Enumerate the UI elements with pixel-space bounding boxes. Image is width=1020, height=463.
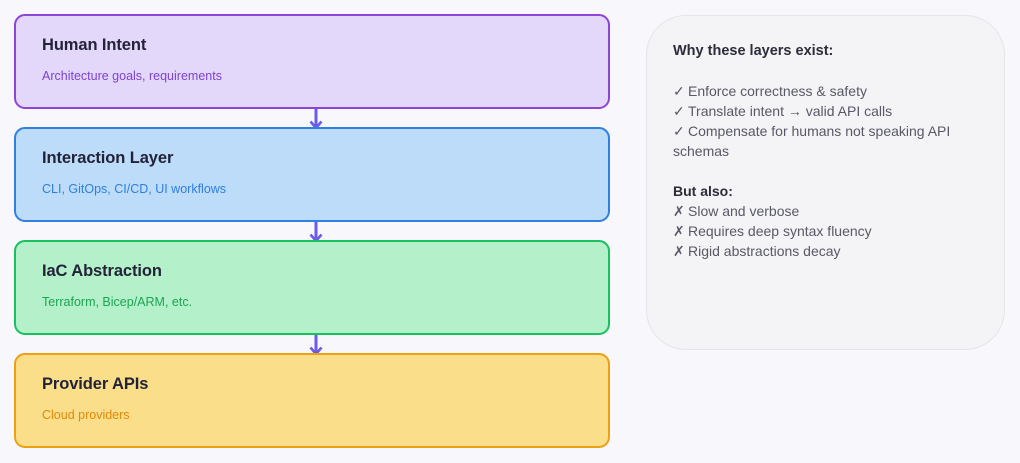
spacer: [673, 60, 978, 82]
check-icon: ✓: [673, 123, 685, 140]
benefit-text: Translate intent → valid API calls: [688, 103, 893, 120]
drawback-text: Slow and verbose: [688, 202, 800, 219]
layer-subtitle: CLI, GitOps, CI/CD, UI workflows: [42, 182, 227, 197]
drawback-item: ✗Slow and verbose: [673, 202, 978, 222]
drawback-text: Requires deep syntax fluency: [688, 222, 872, 239]
layer-subtitle: Terraform, Bicep/ARM, etc.: [42, 295, 193, 310]
benefit-item: ✓Enforce correctness & safety: [673, 82, 978, 102]
layer-box-human-intent[interactable]: Human Intent Architecture goals, require…: [14, 14, 610, 109]
benefit-item: ✓Translate intent → valid API calls: [673, 102, 978, 122]
layer-subtitle: Architecture goals, requirements: [42, 69, 222, 84]
benefits-list: ✓Enforce correctness & safety ✓Translate…: [673, 82, 978, 162]
benefit-item: ✓Compensate for humans not speaking API …: [673, 122, 978, 162]
drawback-text: Rigid abstractions decay: [688, 242, 841, 259]
layer-title: IaC Abstraction: [42, 262, 162, 280]
info-panel: Why these layers exist: ✓Enforce correct…: [646, 15, 1005, 350]
cross-icon: ✗: [673, 202, 685, 219]
layer-title: Human Intent: [42, 36, 147, 54]
drawbacks-list: ✗Slow and verbose ✗Requires deep syntax …: [673, 202, 978, 262]
check-icon: ✓: [673, 103, 685, 120]
benefit-text: Compensate for humans not speaking API s…: [673, 123, 951, 160]
spacer: [673, 162, 978, 182]
layer-box-iac-abstraction[interactable]: IaC Abstraction Terraform, Bicep/ARM, et…: [14, 240, 610, 335]
check-icon: ✓: [673, 83, 685, 100]
benefit-text: Enforce correctness & safety: [688, 83, 867, 100]
layer-title: Provider APIs: [42, 375, 149, 393]
cross-icon: ✗: [673, 242, 685, 259]
layer-title: Interaction Layer: [42, 149, 174, 167]
layer-box-provider-apis[interactable]: Provider APIs Cloud providers: [14, 353, 610, 448]
layer-subtitle: Cloud providers: [42, 408, 130, 423]
cross-icon: ✗: [673, 222, 685, 239]
drawback-item: ✗Rigid abstractions decay: [673, 242, 978, 262]
panel-heading: Why these layers exist:: [673, 43, 834, 59]
layer-box-interaction-layer[interactable]: Interaction Layer CLI, GitOps, CI/CD, UI…: [14, 127, 610, 222]
panel-subheading: But also:: [673, 182, 733, 199]
drawback-item: ✗Requires deep syntax fluency: [673, 222, 978, 242]
